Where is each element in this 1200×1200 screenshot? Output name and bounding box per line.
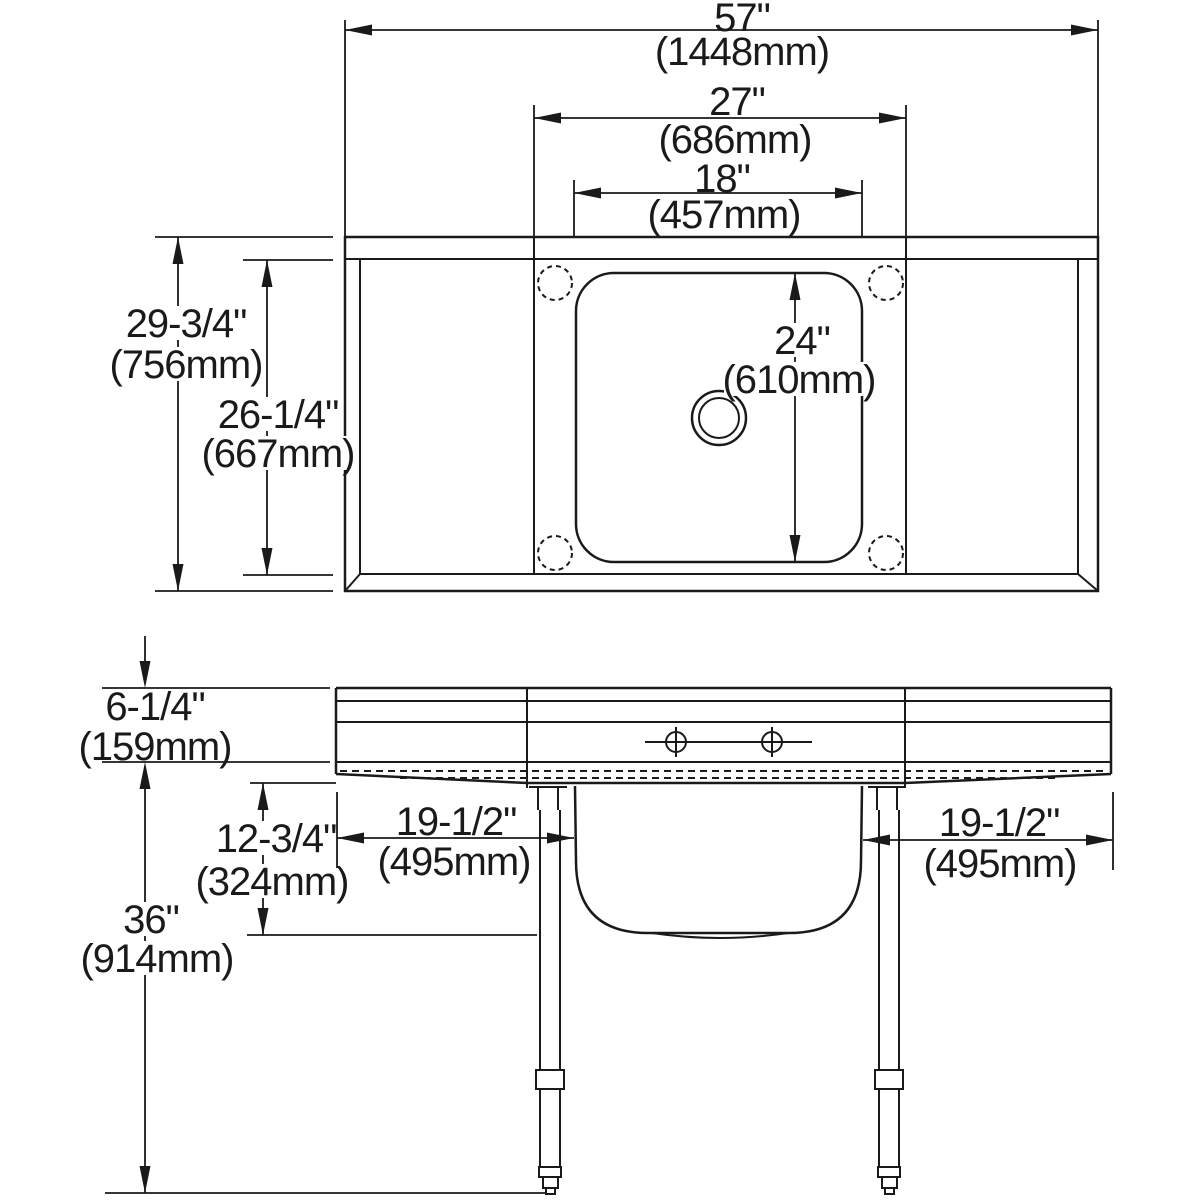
bowl-front-profile [573,785,864,935]
dim-backsplash-height-mm-label: (159mm) [78,725,231,769]
dim-bowl-width: 18" (457mm) [573,157,863,237]
label-mask [126,306,246,340]
dim-overall-width-mm-label: (1448mm) [655,30,829,74]
dim-overall-depth-inch-label: 29-3/4" [126,302,247,346]
dimension-lines [105,789,545,1194]
dim-compartment-width: 27" (686mm) [533,80,907,237]
dim-bowl-width-inch-label: 18" [694,157,750,201]
dimension-lines [533,105,907,237]
dim-overall-depth-mm-label: (756mm) [109,343,262,387]
dim-left-drainboard: 19-1/2" (495mm) [336,792,574,884]
underside-dashed-lines [340,770,1107,779]
drain-outer-circle [690,389,748,447]
dim-work-height: 36" (914mm) [80,789,545,1194]
dim-inner-depth-inch-label: 26-1/4" [218,393,339,437]
sink-body-front-lines [336,688,1111,788]
dim-bowl-front-to-back-inch-label: 24" [774,319,830,363]
right-leg [867,786,907,1195]
dim-overall-width-inch-label: 57" [714,0,770,40]
drain-inner-circle [698,397,740,439]
dim-backsplash-height: 6-1/4" (159mm) [78,636,330,789]
dim-inner-depth-mm-label: (667mm) [201,432,354,476]
dim-bowl-front-to-back-mm-label: (610mm) [722,358,875,402]
dim-bowl-depth-mm-label: (324mm) [195,860,348,904]
dim-overall-depth: 29-3/4" (756mm) [109,236,333,592]
front-view [334,686,1113,1195]
dimension-lines [102,636,330,763]
dim-backsplash-height-inch-label: 6-1/4" [105,685,204,729]
label-mask [772,323,832,357]
dim-bowl-depth-inch-label: 12-3/4" [216,817,337,861]
sink-outline-plan [343,235,1100,593]
label-mask [197,864,349,898]
dim-compartment-width-mm-label: (686mm) [658,118,811,162]
faucet-knockout-bottom-right [868,535,904,571]
arrowheads [337,832,574,844]
arrowheads [139,661,151,789]
dimension-lines [336,792,574,868]
label-mask [216,821,336,855]
dim-bowl-depth: 12-3/4" (324mm) [195,782,537,936]
dimension-lines [344,20,1099,237]
dim-left-drainboard-mm-label: (495mm) [377,840,530,884]
left-leg [529,786,567,1195]
dimension-lines [863,792,1114,870]
faucet-hole-right [761,731,783,753]
sink-plan-inner-lines [344,237,1099,592]
dim-right-drainboard: 19-1/2" (495mm) [863,792,1114,886]
label-mask [111,347,263,381]
faucet-knockout-top-right [868,265,904,301]
sink-body-front-outline [334,686,1113,785]
faucet-hole-left [665,731,687,753]
label-mask [123,902,179,936]
dim-inner-depth: 26-1/4" (667mm) [201,259,356,576]
faucet-knockout-top-left [537,265,573,301]
dimension-lines [573,180,863,237]
arrowheads [863,834,1113,846]
dim-bowl-front-to-back: 24" (610mm) [722,273,877,562]
dim-left-drainboard-inch-label: 19-1/2" [396,800,517,844]
arrowheads [139,1166,151,1193]
sink-bowl-plan [574,271,864,564]
dim-bowl-width-mm-label: (457mm) [647,193,800,237]
dim-work-height-inch-label: 36" [123,898,179,942]
dimension-lines [155,236,333,592]
dim-work-height-mm-label: (914mm) [80,937,233,981]
label-mask [90,729,220,761]
dim-overall-width: 57" (1448mm) [344,0,1099,237]
dim-compartment-width-inch-label: 27" [709,80,765,124]
label-mask [724,362,876,396]
bowl-drain-recess [651,932,789,939]
dim-right-drainboard-mm-label: (495mm) [923,842,1076,886]
dim-right-drainboard-inch-label: 19-1/2" [939,801,1060,845]
label-mask [218,397,338,431]
faucet-knockout-bottom-left [537,535,573,571]
label-mask [82,941,234,975]
top-view [343,235,1100,593]
label-mask [203,436,355,470]
